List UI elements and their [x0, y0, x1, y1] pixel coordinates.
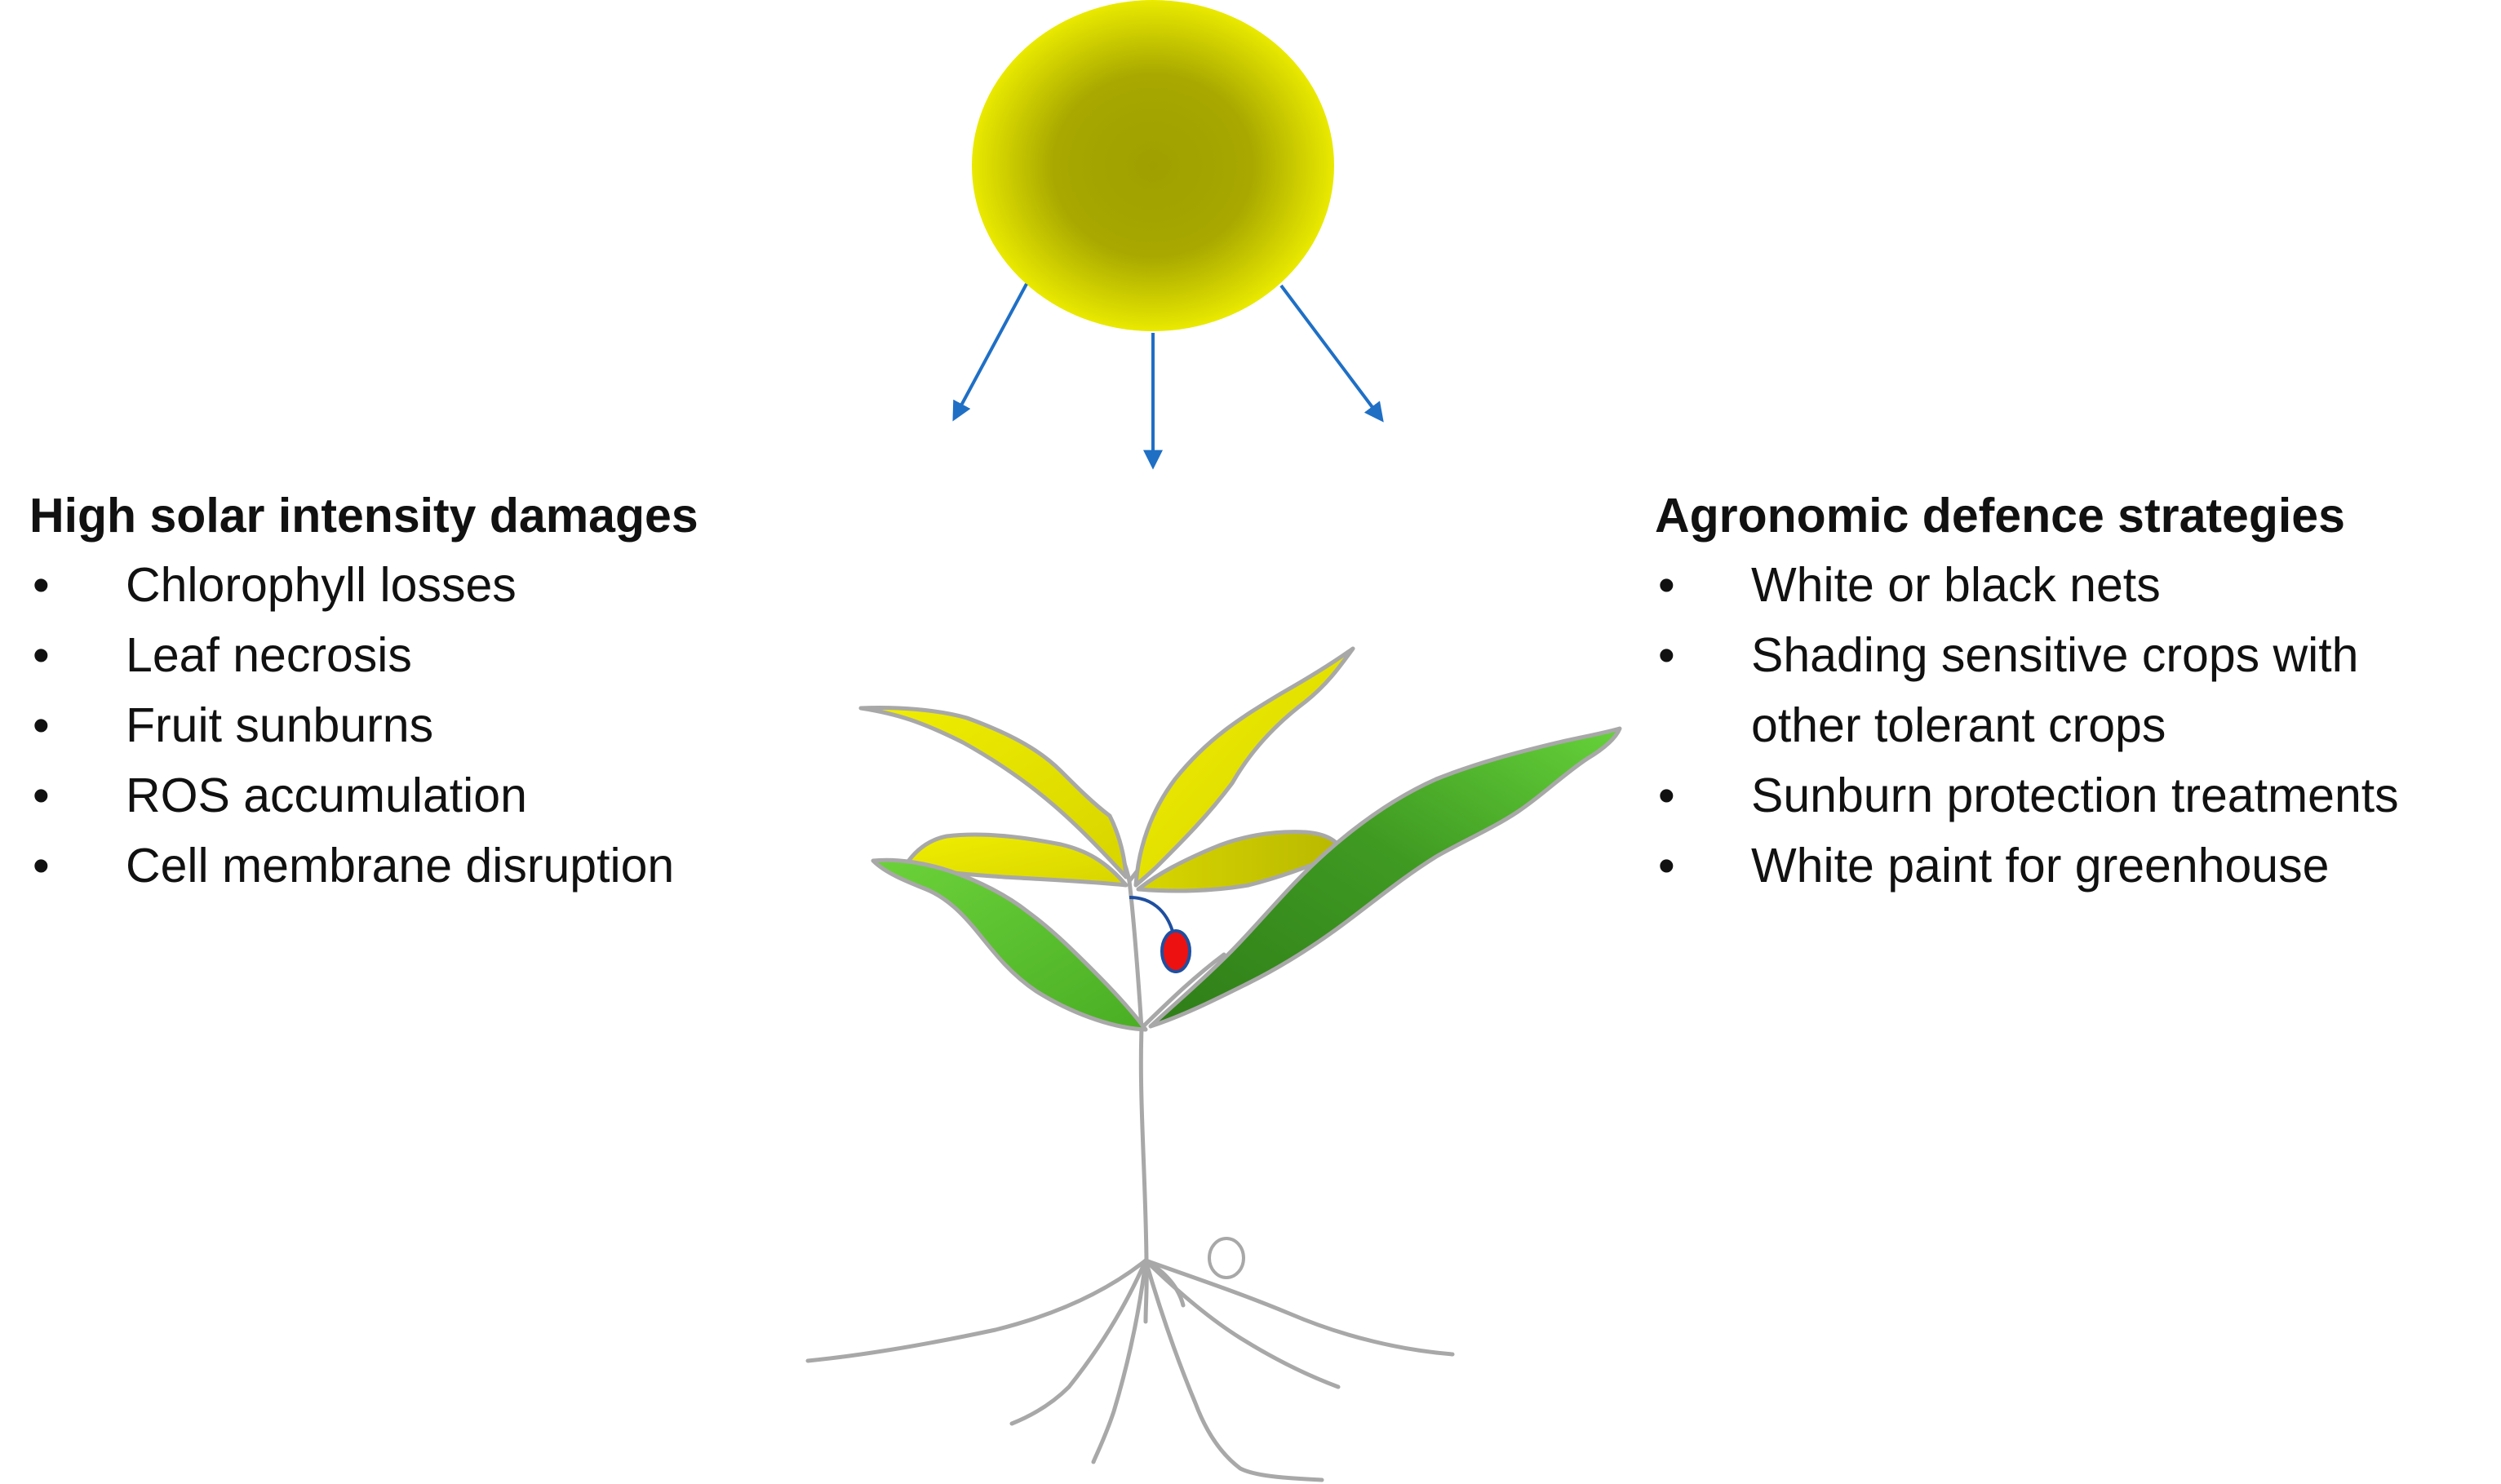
bullet-icon: •	[1658, 839, 1675, 893]
leaf-yellow-mid-right	[1136, 830, 1345, 893]
bullet-icon: •	[33, 698, 50, 752]
damages-list: •Chlorophyll losses •Leaf necrosis •Frui…	[29, 550, 796, 901]
plant-branch	[1139, 952, 1226, 1030]
plant-root	[1143, 1258, 1186, 1308]
list-item: •Fruit sunburns	[29, 690, 796, 760]
ray-arrow-left	[952, 283, 1028, 422]
fruit-icon	[1160, 929, 1191, 973]
leaf-yellow-mid-left	[903, 832, 1129, 888]
plant-root	[805, 1258, 1148, 1363]
plant-root	[1143, 1258, 1324, 1482]
plant-root	[1009, 1258, 1148, 1426]
list-item: •Leaf necrosis	[29, 620, 796, 690]
bullet-icon: •	[33, 628, 50, 682]
bullet-icon: •	[1658, 769, 1675, 822]
ray-arrow-right	[1279, 284, 1384, 423]
list-item: •Sunburn protection treatments	[1655, 760, 2495, 831]
damages-title: High solar intensity damages	[29, 489, 698, 543]
leaf-green-left	[871, 857, 1148, 1032]
plant-root	[1143, 1258, 1455, 1357]
bullet-icon: •	[33, 769, 50, 822]
sun-rays	[952, 283, 1384, 470]
strategies-list: •White or black nets •Shading sensitive …	[1655, 550, 2495, 901]
bullet-icon: •	[1658, 628, 1675, 682]
leaf-yellow-top-left	[858, 706, 1129, 879]
bullet-icon: •	[33, 558, 50, 612]
strategies-title: Agronomic defence strategies	[1655, 489, 2345, 543]
sun-icon	[972, 0, 1334, 331]
strategies-panel: Agronomic defence strategies •White or b…	[1655, 481, 2495, 901]
pebble-icon	[1208, 1237, 1245, 1279]
list-item: •White or black nets	[1655, 550, 2495, 620]
plant-root	[1091, 1258, 1148, 1464]
bullet-icon: •	[1658, 558, 1675, 612]
list-item: •ROS accumulation	[29, 760, 796, 831]
leaf-green-right	[1148, 726, 1622, 1029]
plant-stem	[1138, 1026, 1149, 1324]
damages-panel: High solar intensity damages •Chlorophyl…	[29, 481, 796, 901]
leaf-yellow-top-right	[1133, 646, 1355, 888]
plant-illustration	[805, 646, 1622, 1482]
bullet-icon: •	[33, 839, 50, 893]
list-item: •White paint for greenhouse	[1655, 831, 2495, 901]
list-item: •Cell membrane disruption	[29, 831, 796, 901]
list-item: •Chlorophyll losses	[29, 550, 796, 620]
fruit-stem	[1129, 896, 1175, 935]
